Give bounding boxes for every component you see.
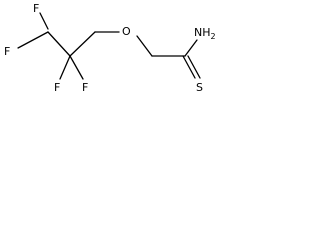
- bond-f-bottom-left: [59, 55, 71, 80]
- bond-f-top: [39, 12, 49, 30]
- bond-c5-n: [184, 39, 198, 57]
- bond-o-c4: [136, 35, 153, 57]
- atom-nh2: NH2: [194, 26, 216, 41]
- bond-f-bottom-right: [69, 55, 84, 80]
- bond-f-left: [17, 31, 49, 49]
- bond-c5-s-a: [182, 55, 196, 79]
- atom-s: S: [196, 81, 203, 94]
- bond-c1-c2: [47, 31, 71, 57]
- atom-o: O: [122, 25, 131, 38]
- atom-f-bottom-left: F: [54, 81, 60, 94]
- atom-f-bottom-right: F: [82, 81, 88, 94]
- molecule-structure: F F F F O NH2 S: [4, 2, 216, 94]
- bond-c2-c3: [69, 31, 96, 57]
- atom-nh2-main: NH: [194, 26, 211, 39]
- atom-f-left: F: [4, 45, 10, 58]
- atom-f-top: F: [33, 2, 39, 15]
- atom-nh2-subscript: 2: [211, 32, 216, 41]
- bond-c5-s-b: [187, 55, 201, 79]
- atom-labels: F F F F O NH2 S: [4, 2, 216, 94]
- bonds: [17, 12, 201, 80]
